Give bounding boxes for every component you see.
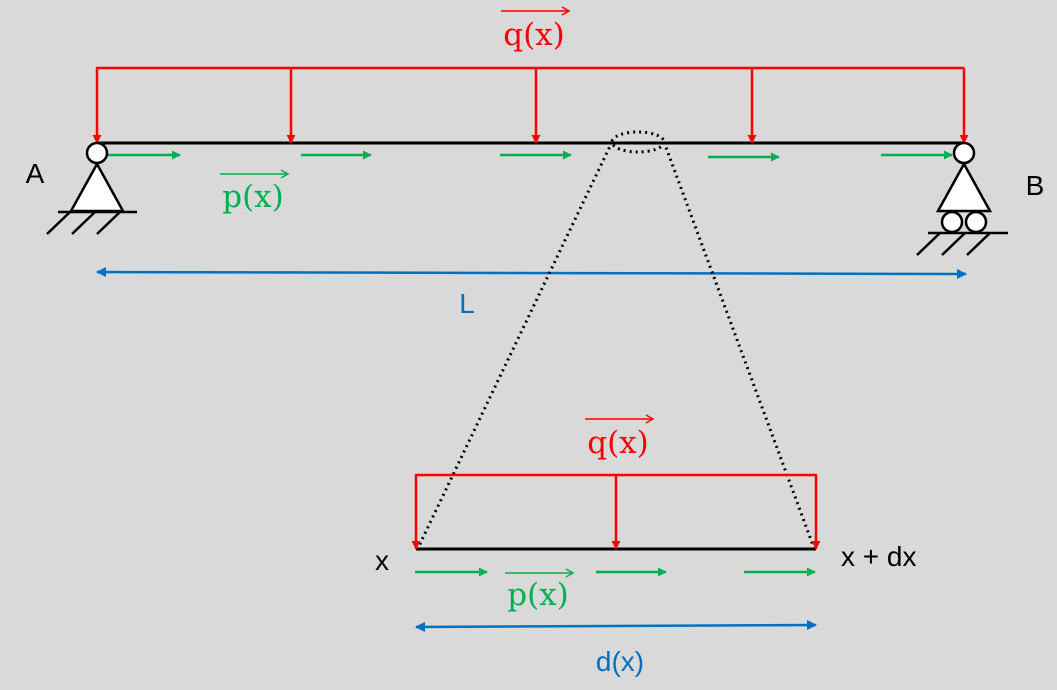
support-triangle	[68, 161, 126, 213]
q-label-text: q(x)	[503, 17, 565, 53]
hatch	[96, 211, 121, 235]
zoom-line-right	[662, 141, 816, 549]
support-triangle	[935, 161, 993, 213]
pinned-support-a	[46, 141, 137, 235]
element-dimension	[415, 620, 817, 632]
zoom-indicator	[416, 130, 816, 549]
p-label-main: p(x)	[220, 169, 290, 215]
roller-icon	[964, 210, 988, 234]
hatch	[966, 232, 991, 256]
vector-bar-head	[565, 568, 575, 578]
axial-load-main	[108, 150, 953, 162]
vector-bar-head	[561, 6, 571, 16]
vector-bar-head	[280, 169, 290, 179]
pin-icon	[952, 141, 976, 165]
q-label-element: q(x)	[585, 414, 655, 461]
roller-support-b	[916, 141, 1008, 256]
hatch	[46, 211, 71, 235]
hatch	[71, 211, 96, 235]
hatch	[941, 232, 966, 256]
q-label-text: q(x)	[587, 425, 649, 461]
element-length-label: d(x)	[596, 646, 644, 677]
pin-icon	[85, 141, 109, 165]
zoom-line-left	[416, 141, 614, 549]
support-b-label: B	[1026, 170, 1045, 201]
element-end-label: x + dx	[841, 541, 916, 572]
element-start-label: x	[375, 545, 389, 576]
vector-bar-head	[645, 414, 655, 424]
p-label-text: p(x)	[222, 179, 284, 215]
roller-icon	[940, 210, 964, 234]
hatch	[916, 232, 941, 256]
transverse-load-main	[92, 66, 969, 144]
p-label-text: p(x)	[507, 577, 569, 613]
span-label: L	[459, 288, 475, 319]
q-label-main: q(x)	[501, 6, 571, 53]
p-label-element: p(x)	[505, 568, 575, 613]
transverse-load-element	[411, 473, 821, 550]
support-a-label: A	[26, 158, 45, 189]
span-dimension	[96, 267, 967, 279]
